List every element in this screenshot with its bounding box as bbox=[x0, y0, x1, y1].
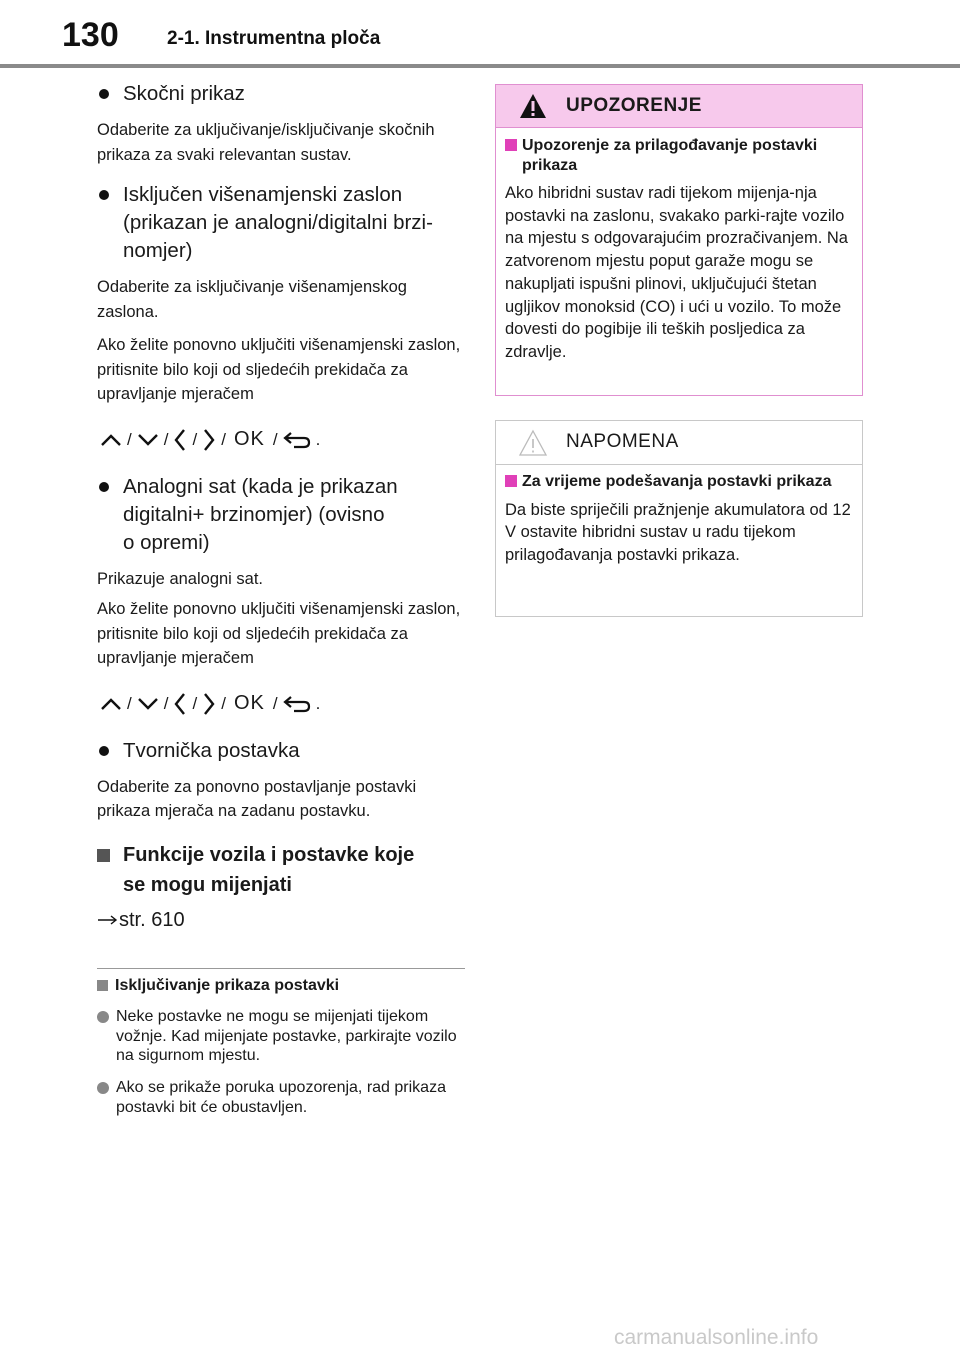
chevron-down-icon bbox=[136, 432, 160, 448]
note-heading: Isključivanje prikaza postavki bbox=[97, 976, 483, 996]
chevron-left-icon bbox=[172, 691, 188, 717]
notice-subheading: Za vrijeme podešavanja postavki prikaza bbox=[496, 472, 862, 492]
chevron-down-icon bbox=[136, 696, 160, 712]
section-heading-factory-default: Tvornička postavka bbox=[97, 737, 465, 765]
square-bullet-icon bbox=[97, 848, 110, 862]
note-divider bbox=[97, 968, 465, 969]
chevron-left-icon bbox=[172, 427, 188, 453]
header-rule bbox=[0, 64, 960, 68]
back-arrow-icon bbox=[282, 694, 312, 714]
page-reference: str. 610 bbox=[97, 906, 465, 934]
notice-body: Da biste spriječili pražnjenje akumulato… bbox=[505, 500, 851, 564]
arrow-right-icon bbox=[97, 906, 119, 934]
square-bullet-icon bbox=[97, 980, 108, 991]
square-bullet-icon bbox=[505, 475, 517, 487]
section-text: Odaberite za uključivanje/isključivanje … bbox=[97, 121, 435, 164]
section-text: Ako želite ponovno uključiti višenamjens… bbox=[97, 336, 461, 403]
bullet-dot-icon bbox=[99, 745, 109, 756]
chevron-right-icon bbox=[201, 691, 217, 717]
section-text: Odaberite za ponovno postavljanje postav… bbox=[97, 777, 417, 821]
chevron-right-icon bbox=[201, 427, 217, 453]
caution-triangle-icon bbox=[518, 429, 548, 462]
ok-icon: OK bbox=[233, 428, 265, 450]
section-text: Ako želite ponovno uključiti višenamjens… bbox=[97, 600, 461, 667]
chevron-up-icon bbox=[99, 696, 123, 712]
note-item: Ako se prikaže poruka upozorenja, rad pr… bbox=[97, 1078, 465, 1117]
round-bullet-icon bbox=[97, 1011, 109, 1023]
round-bullet-icon bbox=[97, 1082, 109, 1094]
chapter-title: 2-1. Instrumentna ploča bbox=[167, 28, 381, 49]
watermark: carmanualsonline.info bbox=[614, 1326, 819, 1349]
chevron-up-icon bbox=[99, 432, 123, 448]
section-heading-vehicle-functions: Funkcije vozila i postavke koje se mogu … bbox=[97, 840, 465, 900]
back-arrow-icon bbox=[282, 430, 312, 450]
page-header: 130 2-1. Instrumentna ploča bbox=[0, 0, 960, 68]
warning-subheading: Upozorenje za prilagođavanje postavki pr… bbox=[496, 136, 862, 175]
section-text: Prikazuje analogni sat. bbox=[97, 569, 264, 588]
meter-switch-icons: / / / / OK / . bbox=[97, 689, 465, 719]
section-heading-popup: Skočni prikaz bbox=[97, 80, 465, 108]
warning-body: Ako hibridni sustav radi tijekom mijenja… bbox=[505, 184, 848, 361]
left-column: Skočni prikaz Odaberite za uključivanje/… bbox=[97, 78, 465, 934]
notice-box: NAPOMENA Za vrijeme podešavanja postavki… bbox=[495, 420, 863, 617]
bullet-dot-icon bbox=[99, 481, 109, 492]
warning-triangle-icon bbox=[518, 92, 548, 125]
ok-icon: OK bbox=[233, 692, 265, 714]
bullet-dot-icon bbox=[99, 190, 109, 200]
warning-title-bar: UPOZORENJE bbox=[496, 85, 862, 128]
square-bullet-icon bbox=[505, 139, 517, 151]
section-text: Odaberite za isključivanje višenamjensko… bbox=[97, 278, 407, 321]
section-heading-analog-clock: Analogni sat (kada je prikazan digitalni… bbox=[97, 473, 465, 557]
notice-title-bar: NAPOMENA bbox=[496, 421, 862, 465]
meter-switch-icons: / / / / OK / . bbox=[97, 425, 465, 455]
warning-box: UPOZORENJE Upozorenje za prilagođavanje … bbox=[495, 84, 863, 396]
note-item: Neke postavke ne mogu se mijenjati tijek… bbox=[97, 1007, 465, 1066]
section-heading-multi-display-off: Isključen višenamjenski zaslon (prikazan… bbox=[97, 181, 465, 265]
page-number: 130 bbox=[62, 16, 119, 54]
bullet-dot-icon bbox=[99, 89, 109, 99]
